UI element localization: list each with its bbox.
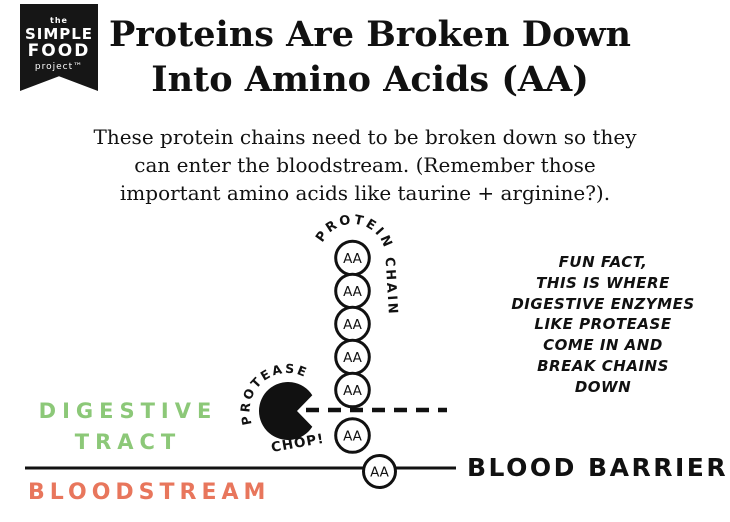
- page-title: Proteins Are Broken Down Into Amino Acid…: [70, 12, 670, 102]
- fun-fact-line6: BREAK CHAINS: [537, 356, 669, 375]
- aa-circle-barrier: [362, 454, 397, 489]
- logo-text-the: the: [50, 16, 68, 25]
- protease-pacman-icon: [258, 381, 313, 440]
- subtitle-text: These protein chains need to be broken d…: [35, 123, 695, 207]
- logo-text-project: project™: [34, 62, 84, 72]
- aa-circle-chopped: [334, 417, 371, 454]
- aa-label-2: AA: [343, 284, 363, 300]
- subtitle-line2: can enter the bloodstream. (Remember tho…: [134, 153, 596, 177]
- aa-label-chopped: AA: [343, 428, 363, 444]
- fun-fact-line4: LIKE PROTEASE: [534, 315, 672, 334]
- fun-fact-line7: DOWN: [574, 377, 632, 396]
- aa-label-barrier: AA: [370, 464, 390, 480]
- protein-chain-group: AA AA AA AA AA AA AA: [334, 239, 397, 489]
- subtitle-line3: important amino acids like taurine + arg…: [119, 181, 611, 205]
- subtitle-line1: These protein chains need to be broken d…: [93, 125, 637, 149]
- aa-label-3: AA: [343, 317, 363, 333]
- digestive-tract-line1: DIGESTIVE: [38, 399, 218, 423]
- blood-barrier-label: BLOOD BARRIER: [467, 453, 729, 482]
- logo-text-food: FOOD: [27, 41, 91, 61]
- digestive-tract-line2: TRACT: [74, 430, 182, 454]
- logo-text-simple: SIMPLE: [24, 25, 94, 43]
- fun-fact-line2: THIS IS WHERE: [536, 273, 670, 292]
- aa-label-5: AA: [343, 383, 363, 399]
- digestive-tract-label: DIGESTIVE TRACT: [22, 396, 234, 458]
- fun-fact-line3: DIGESTIVE ENZYMES: [511, 294, 695, 313]
- bloodstream-label: BLOODSTREAM: [28, 480, 271, 505]
- fun-fact-line5: COME IN AND: [543, 336, 663, 355]
- fun-fact-note: FUN FACT, THIS IS WHERE DIGESTIVE ENZYME…: [496, 252, 710, 398]
- page-title-line1: Proteins Are Broken Down: [108, 14, 631, 55]
- aa-circle-5: [334, 371, 371, 409]
- aa-label-1: AA: [343, 251, 363, 267]
- page-title-line2: Into Amino Acids (AA): [151, 59, 589, 100]
- aa-label-4: AA: [343, 350, 363, 366]
- fun-fact-line1: FUN FACT,: [558, 253, 648, 271]
